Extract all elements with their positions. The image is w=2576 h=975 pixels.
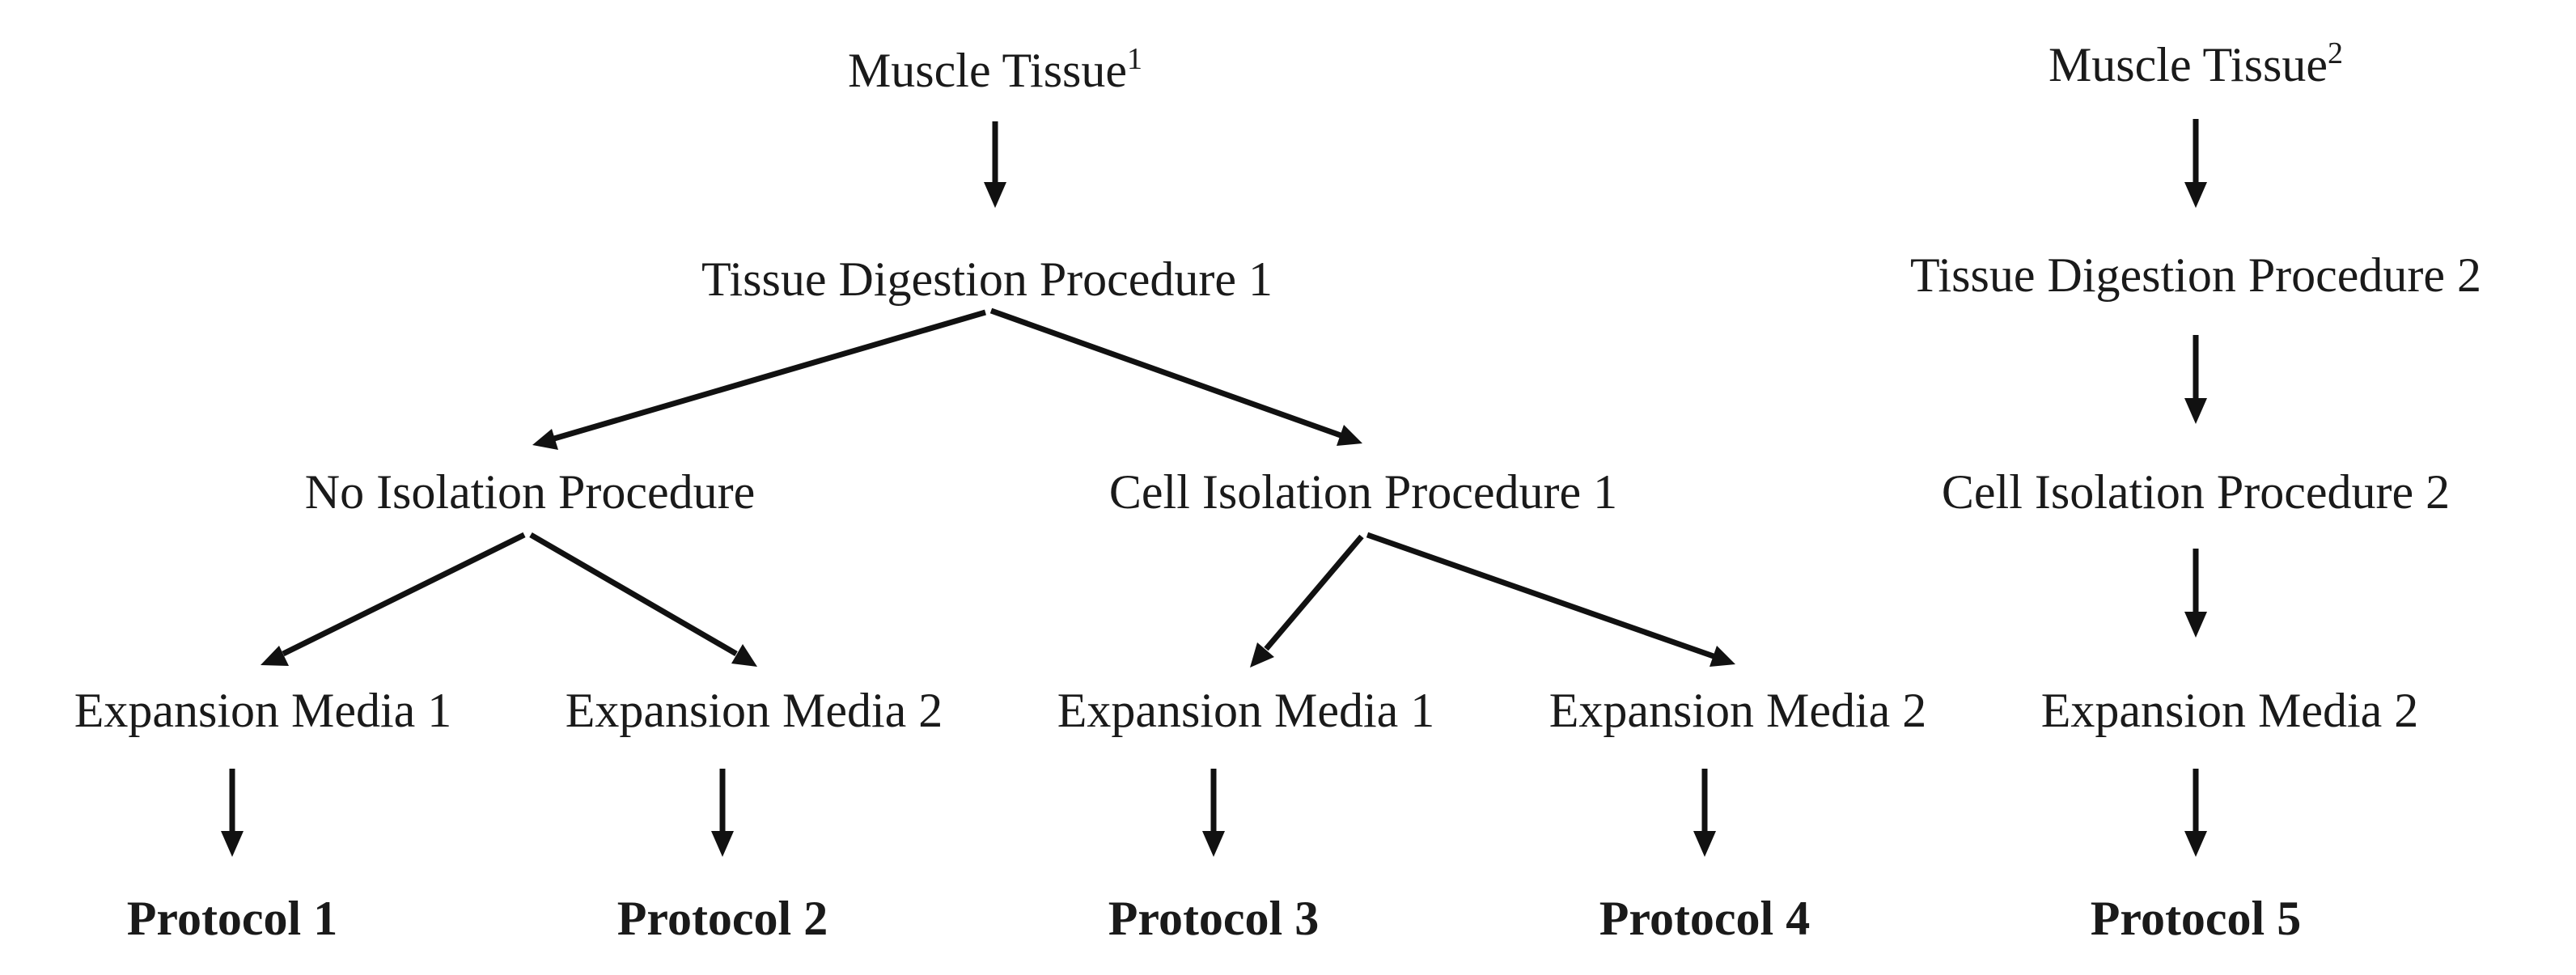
node-protocol-5: Protocol 5 xyxy=(2091,892,2301,945)
edge-no-isolation-to-expansion2b xyxy=(529,532,738,657)
node-muscle-tissue-1: Muscle Tissue1 xyxy=(848,42,1142,97)
arrowhead xyxy=(2184,831,2207,857)
arrowhead xyxy=(2184,182,2207,208)
arrowhead xyxy=(1250,642,1274,668)
node-expansion-media-e: Expansion Media 2 xyxy=(2041,684,2419,737)
arrowhead xyxy=(261,646,289,666)
arrowhead xyxy=(711,831,734,857)
edge-digestion1-to-no-isolation xyxy=(553,309,986,442)
arrowhead xyxy=(984,182,1006,208)
arrowhead xyxy=(532,429,558,450)
edge-no-isolation-to-expansion1a xyxy=(282,532,526,657)
node-expansion-media-a: Expansion Media 1 xyxy=(74,684,452,737)
arrowhead xyxy=(1710,646,1735,667)
node-no-isolation: No Isolation Procedure xyxy=(305,465,756,519)
node-protocol-4: Protocol 4 xyxy=(1599,892,1810,945)
edge-cell-isolation1-to-expansion1c xyxy=(1264,534,1364,651)
node-muscle-tissue-2: Muscle Tissue2 xyxy=(2049,36,2343,91)
arrowhead xyxy=(2184,398,2207,424)
arrowhead xyxy=(1202,831,1225,857)
arrowhead xyxy=(731,644,757,667)
flowchart-edges xyxy=(221,119,2207,857)
arrowhead xyxy=(1693,831,1716,857)
node-tissue-digestion-1: Tissue Digestion Procedure 1 xyxy=(701,252,1273,306)
edge-digestion1-to-cell-isolation1 xyxy=(989,307,1342,439)
arrowhead xyxy=(1337,425,1362,446)
node-protocol-3: Protocol 3 xyxy=(1108,892,1319,945)
node-protocol-1: Protocol 1 xyxy=(127,892,337,945)
node-expansion-media-c: Expansion Media 1 xyxy=(1057,684,1435,737)
node-expansion-media-b: Expansion Media 2 xyxy=(566,684,943,737)
arrowhead xyxy=(221,831,244,857)
node-cell-isolation-2: Cell Isolation Procedure 2 xyxy=(1942,465,2450,519)
node-tissue-digestion-2: Tissue Digestion Procedure 2 xyxy=(1910,248,2481,302)
edge-cell-isolation1-to-expansion2d xyxy=(1366,532,1715,659)
node-cell-isolation-1: Cell Isolation Procedure 1 xyxy=(1109,465,1617,519)
arrowhead xyxy=(2184,612,2207,638)
node-protocol-2: Protocol 2 xyxy=(617,892,828,945)
flowchart-nodes: Muscle Tissue1 Muscle Tissue2 Tissue Dig… xyxy=(74,36,2481,945)
node-expansion-media-d: Expansion Media 2 xyxy=(1549,684,1927,737)
